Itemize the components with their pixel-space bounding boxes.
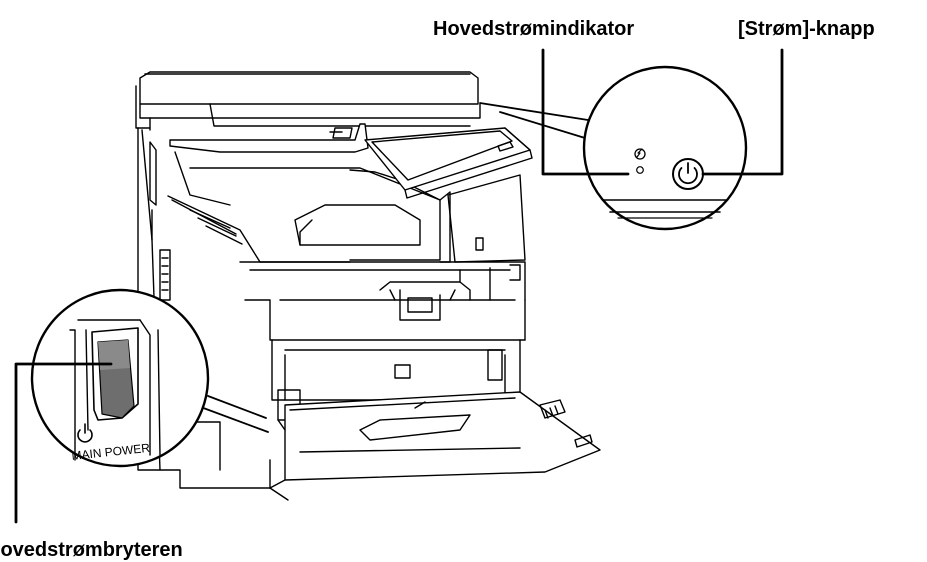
document-feeder [135, 71, 481, 131]
indicator-leader [541, 48, 630, 176]
lower-body [239, 261, 526, 421]
power-button-label: [Strøm]-knapp [738, 18, 875, 40]
main-power-switch-label: Hovedstrømbryteren [0, 539, 183, 561]
standby-icon [77, 423, 93, 443]
output-tray [167, 123, 451, 263]
power-button-leader [701, 48, 784, 176]
main-switch-leader [14, 362, 113, 524]
control-panel [364, 127, 533, 263]
switch-zoom-circle [30, 288, 269, 468]
main-power-indicator-label: Hovedstrømindikator [433, 18, 635, 40]
main-power-switch[interactable] [91, 327, 139, 421]
main-power-indicator-icon [634, 148, 646, 174]
power-zoom-circle [582, 65, 748, 231]
front-door [269, 391, 601, 501]
